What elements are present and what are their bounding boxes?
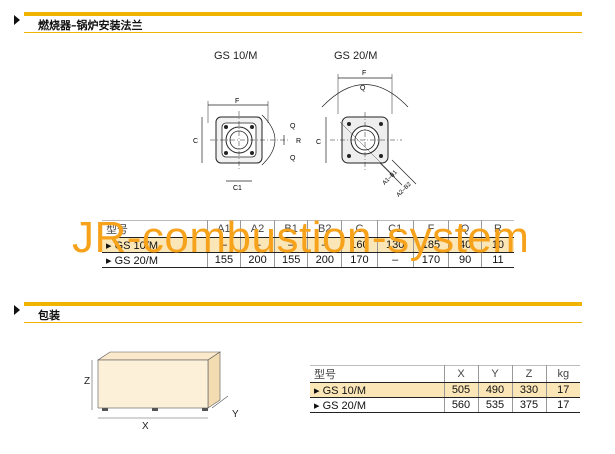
table-row: ▸ GS 10/M 505 490 330 17 [310,382,580,398]
cell: 17 [546,397,580,413]
bullet-triangle-icon [14,305,20,315]
cell: – [207,237,242,253]
col-header-model: 型号 [310,365,445,383]
col-header-kg: kg [546,365,580,383]
section-rule [24,302,582,323]
cell: 490 [478,382,513,398]
table-row: ▸ GS 10/M – – – – 160 130 185 40 10 [102,237,514,253]
dim-label-a2b2: A2–B2 [396,181,413,197]
row-model: ▸ GS 10/M [310,382,445,398]
cell: 155 [274,252,309,268]
dim-label-q-bottom: Q [290,155,296,162]
bullet-triangle-icon [14,15,20,25]
cell: – [307,237,343,253]
cell: 375 [512,397,547,413]
row-model: ▸ GS 10/M [102,237,208,253]
section-rule [24,12,582,33]
row-model: ▸ GS 20/M [310,397,445,413]
section-title-packaging: 包装 [38,309,60,322]
cell: 200 [240,252,275,268]
dim-label-c1: C1 [233,185,242,192]
col-header-c1: C1 [377,220,414,238]
col-header-x: X [444,365,479,383]
col-header-q: Q [448,220,482,238]
package-box-diagram [91,351,229,419]
section-title-flange: 燃烧器–锅炉安装法兰 [38,19,143,32]
diagram-caption-gs20: GS 20/M [334,50,378,62]
col-header-r: R [481,220,514,238]
box-label-y: Y [232,409,239,420]
col-header-a1: A1 [207,220,242,238]
flange-diagram-gs10: F C C1 Q R Q [193,98,301,192]
cell: 505 [444,382,479,398]
cell: – [240,237,275,253]
dim-label-a1b1: A1–B1 [382,169,399,186]
col-header-y: Y [478,365,513,383]
cell: 11 [481,252,514,268]
col-header-a2: A2 [240,220,275,238]
section-header-packaging: 包装 [10,302,582,323]
col-header-z: Z [512,365,547,383]
col-header-b1: B1 [274,220,309,238]
table-header-row: 型号 X Y Z kg [310,365,580,383]
dim-label-f-20: F [362,70,366,77]
diagram-caption-gs10: GS 10/M [214,50,258,62]
box-label-x: X [142,421,149,432]
package-dimensions-table: 型号 X Y Z kg ▸ GS 10/M 505 490 330 17 ▸ G… [310,365,580,413]
cell: 130 [377,237,414,253]
col-header-model: 型号 [102,220,208,238]
cell: 560 [444,397,479,413]
col-header-f: F [413,220,450,238]
col-header-b2: B2 [307,220,343,238]
table-row: ▸ GS 20/M 560 535 375 17 [310,397,580,413]
cell: 155 [207,252,242,268]
dim-label-c-20: C [316,139,321,146]
cell: 535 [478,397,513,413]
cell: 200 [307,252,343,268]
flange-dimensions-table: 型号 A1 A2 B1 B2 C C1 F Q R ▸ GS 10/M – – … [102,220,514,268]
cell: 90 [448,252,482,268]
cell: 170 [413,252,450,268]
table-header-row: 型号 A1 A2 B1 B2 C C1 F Q R [102,220,514,238]
dim-label-q-20: Q [360,85,366,92]
cell: – [377,252,414,268]
cell: 40 [448,237,482,253]
flange-diagram-gs20: F Q C A1–B1 A2–B2 [316,70,417,197]
cell: – [274,237,309,253]
cell: 185 [413,237,450,253]
dim-label-c: C [193,138,198,145]
cell: 10 [481,237,514,253]
dim-label-r: R [296,138,301,145]
section-header-flange: 燃烧器–锅炉安装法兰 [10,12,582,33]
col-header-c: C [341,220,378,238]
table-row: ▸ GS 20/M 155 200 155 200 170 – 170 90 1… [102,252,514,268]
row-model: ▸ GS 20/M [102,252,208,268]
dim-label-q-top: Q [290,123,296,130]
cell: 330 [512,382,547,398]
dim-label-f: F [235,98,239,105]
cell: 160 [341,237,378,253]
box-label-z: Z [84,376,91,387]
cell: 170 [341,252,378,268]
cell: 17 [546,382,580,398]
